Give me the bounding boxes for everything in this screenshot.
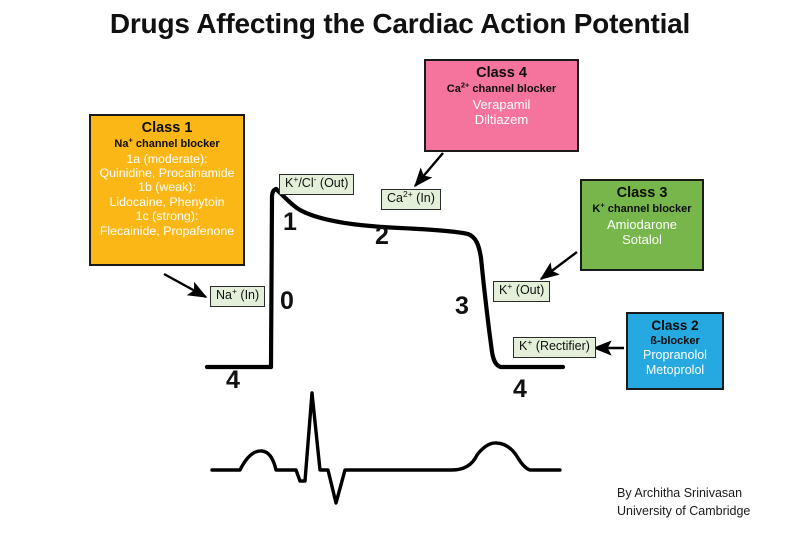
ion-na-symbol: Na — [216, 288, 232, 302]
class-box-class3[interactable]: Class 3 K+ channel blocker Amiodarone So… — [580, 179, 704, 271]
class4-line-1: Verapamil — [472, 96, 531, 112]
class1-mechanism-rest: channel blocker — [132, 137, 220, 150]
class1-mechanism-charge: + — [128, 135, 133, 145]
ion-kcl-rest2: (Out) — [316, 176, 349, 190]
ion-krect-rest: (Rectifier) — [532, 339, 590, 353]
ion-na-charge: + — [231, 285, 237, 296]
ion-kcl-charge2: - — [313, 173, 317, 184]
class4-mechanism: Ca2+ channel blocker — [429, 80, 574, 96]
page-title: Drugs Affecting the Cardiac Action Poten… — [109, 8, 691, 39]
class3-mechanism-rest: channel blocker — [604, 202, 692, 215]
phase-label-3: 3 — [455, 292, 469, 320]
arrow-class3-to-k-out — [539, 251, 578, 280]
class1-line-5: 1c (strong): — [135, 209, 199, 224]
class1-mechanism-ion: Na — [114, 137, 129, 150]
ion-label-na-in[interactable]: Na+ (In) — [210, 285, 266, 307]
attribution-institution: University of Cambridge — [617, 504, 751, 519]
ecg-waveform — [210, 391, 562, 505]
ion-label-ca-in[interactable]: Ca2+ (In) — [381, 189, 441, 210]
class-box-class4[interactable]: Class 4 Ca2+ channel blocker Verapamil D… — [424, 59, 579, 152]
class1-mechanism: Na+ channel blocker — [94, 135, 240, 151]
attribution-author: By Architha Srinivasan — [617, 486, 743, 500]
class1-line-6: Flecainide, Propafenone — [99, 223, 235, 238]
phase-label-4-right: 4 — [513, 375, 527, 403]
class2-title: Class 2 — [651, 318, 699, 333]
class3-mechanism-ion: K — [592, 202, 601, 215]
arrow-class1-to-na-in — [163, 272, 208, 299]
ap-phase0-upstroke — [268, 186, 279, 370]
ion-label-k-cl-out[interactable]: K+/Cl- (Out) — [279, 173, 355, 195]
ion-krect-symbol: K — [519, 339, 528, 353]
ion-ca-rest: (In) — [412, 191, 435, 205]
class1-line-4: Lidocaine, Phenytoin — [109, 194, 225, 209]
class3-line-2: Sotalol — [622, 231, 662, 247]
ion-krect-charge: + — [527, 336, 533, 347]
ion-ca-symbol: Ca — [387, 191, 403, 205]
class3-mechanism-charge: + — [600, 200, 605, 210]
ion-label-k-out[interactable]: K+ (Out) — [493, 280, 551, 302]
ap-phase3-repolarization — [465, 231, 504, 370]
ap-phase1-2-plateau — [273, 186, 471, 237]
class4-line-2: Diltiazem — [474, 111, 529, 127]
class2-line-2: Metoprolol — [645, 362, 705, 377]
phase-label-0: 0 — [280, 287, 294, 315]
class4-title: Class 4 — [476, 65, 527, 81]
class1-title: Class 1 — [141, 120, 193, 136]
class1-line-3: 1b (weak): — [138, 180, 196, 195]
class3-line-1: Amiodarone — [606, 216, 678, 232]
phase-label-4-left: 4 — [226, 366, 240, 394]
ion-kout-charge: + — [507, 280, 513, 291]
class-box-class2[interactable]: Class 2 ß-blocker Propranolol Metoprolol — [626, 312, 724, 390]
action-potential-trace — [204, 186, 566, 370]
ecg-trace — [210, 391, 562, 505]
class2-mechanism: ß-blocker — [650, 334, 700, 347]
class1-line-1: 1a (moderate): — [126, 151, 208, 166]
arrow-class4-to-ca-in — [414, 152, 444, 188]
phase-label-2: 2 — [375, 222, 389, 250]
class2-line-1: Propranolol — [643, 348, 707, 363]
ion-kcl-rest: /Cl — [298, 176, 314, 190]
phase-label-1: 1 — [283, 208, 297, 236]
class1-line-2: Quinidine, Procainamide — [99, 165, 235, 180]
ion-kcl-symbol: K — [285, 176, 294, 190]
class4-mechanism-rest: channel blocker — [469, 82, 557, 95]
connector-arrows — [163, 152, 624, 356]
class3-mechanism: K+ channel blocker — [585, 200, 699, 216]
ion-kout-symbol: K — [499, 283, 508, 297]
class-box-class1[interactable]: Class 1 Na+ channel blocker 1a (moderate… — [89, 114, 245, 266]
class3-title: Class 3 — [616, 185, 668, 201]
ion-kout-rest: (Out) — [512, 283, 545, 297]
class4-mechanism-ion: Ca — [446, 82, 461, 95]
ion-label-k-rectifier[interactable]: K+ (Rectifier) — [513, 337, 596, 358]
ion-ca-charge: 2+ — [402, 188, 413, 199]
ion-kcl-charge: + — [293, 173, 299, 184]
attribution: By Architha Srinivasan University of Cam… — [617, 484, 750, 520]
ion-na-rest: (In) — [236, 288, 260, 302]
class4-mechanism-charge: 2+ — [460, 80, 470, 90]
